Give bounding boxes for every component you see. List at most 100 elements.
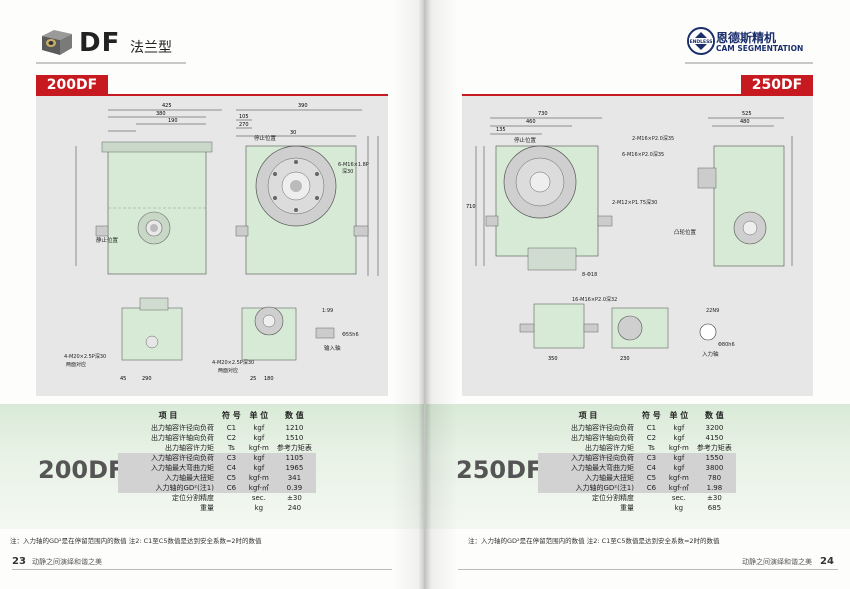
keyway-dim-label: 22N9: [706, 308, 719, 314]
bolt-spec-label: 4-M20×2.5P深30: [212, 359, 254, 366]
spec-header-3: 数 值: [705, 411, 724, 420]
spec-cell: 定位分割精度: [172, 494, 214, 502]
shaft-dim-label: Φ80h6: [718, 342, 735, 348]
spec-header-1: 符 号: [222, 411, 241, 420]
spec-cell: kgf-㎡: [244, 483, 273, 493]
spec-header-3: 数 值: [285, 411, 304, 420]
spec-header-1: 符 号: [642, 411, 661, 420]
spec-cell: 参考力矩表: [696, 444, 732, 452]
spec-cell: 参考力矩表: [276, 444, 312, 452]
model-rule-right: [462, 94, 813, 96]
spec-cell: 出力轴容许力矩: [165, 444, 214, 452]
spec-cell: sec.: [251, 494, 266, 502]
spec-cell: 重量: [620, 504, 634, 512]
product-cube-icon: [42, 30, 72, 55]
spec-cell: C1: [226, 424, 237, 432]
bolt-note-label: 两面对应: [66, 361, 86, 368]
spec-cell: C6: [638, 483, 665, 493]
spec-cell: 入力轴最大扭矩: [538, 473, 638, 483]
spec-row: 重量 kg 685: [538, 503, 736, 513]
dim-label: 30: [290, 130, 296, 136]
spec-cell: 入力轴容许径向负荷: [118, 453, 218, 463]
footer-rule-left: [12, 569, 392, 570]
hole-spec-label: 2-M16×P2.0深35: [632, 135, 674, 142]
spec-cell: [638, 493, 665, 503]
spec-cell: 入力轴容许径向负荷: [538, 453, 638, 463]
drawing-panel-right: 730 460 135 525 480 停止位置 2-M16×P2.0深35 6…: [462, 96, 813, 396]
spec-cell: 341: [272, 473, 316, 483]
spec-header-row: 项 目符 号单 位数 值: [538, 409, 736, 423]
dim-label: 270: [239, 122, 249, 128]
dim-label: 425: [162, 103, 172, 109]
spec-cell: kgf: [253, 434, 265, 442]
spec-cell: 0.39: [272, 483, 316, 493]
spec-cell: 1.98: [692, 483, 736, 493]
footnote-right: 注：入力轴的GD²是在停留范围内的数值 注2: C1至C5数值是达到安全系数=2…: [468, 537, 720, 545]
dim-label: 460: [526, 119, 536, 125]
spec-cell: Ts: [228, 444, 235, 452]
dim-label: 1:99: [322, 308, 333, 314]
spec-cell: Ts: [648, 444, 655, 452]
bolt-spec-label: 16-M16×P2.0深32: [572, 296, 617, 303]
spec-cell: 出力轴容许径向负荷: [151, 424, 214, 432]
spec-cell: C6: [218, 483, 245, 493]
spec-cell: 685: [707, 504, 722, 512]
footnote-left: 注：入力轴的GD²是在停留范围内的数值 注2: C1至C5数值是达到安全系数=2…: [10, 537, 262, 545]
cam-position-label: 凸轮位置: [674, 228, 697, 236]
spec-header-2: 单 位: [669, 411, 689, 420]
dim-label: 710: [466, 204, 476, 210]
spec-header-2: 单 位: [249, 411, 269, 420]
svg-text:ENDLESS: ENDLESS: [690, 39, 713, 45]
hole-spec-label: 2-M12×P1.75深30: [612, 199, 657, 206]
spec-cell: 入力轴的GD²(注1): [538, 483, 638, 493]
spec-cell: kgf: [664, 463, 693, 473]
spec-cell: 重量: [200, 504, 214, 512]
dim-label: 135: [496, 127, 506, 133]
series-title: DF: [79, 28, 121, 58]
dim-label: 180: [264, 376, 274, 382]
spec-cell: kgf-m: [244, 473, 273, 483]
dim-label: 480: [740, 119, 750, 125]
model-rule-left: [36, 94, 388, 96]
input-shaft-label: 入力轴: [702, 350, 719, 358]
spec-row: 出力轴容许力矩 Ts kgf-m 参考力矩表: [118, 443, 316, 453]
input-shaft-label: 输入轴: [324, 344, 341, 352]
bolt-spec-label: 8-Φ18: [582, 272, 597, 278]
hole-spec-label: 6-M16×1.8P: [338, 162, 369, 168]
spec-cell: kg: [254, 504, 264, 512]
stop-position-label: 停止位置: [254, 134, 277, 142]
spec-cell: kg: [674, 504, 684, 512]
spec-cell: 240: [287, 504, 302, 512]
spec-cell: 入力轴最大弯曲力矩: [538, 463, 638, 473]
footer-rule-right: [458, 569, 838, 570]
spec-cell: 出力轴容许径向负荷: [571, 424, 634, 432]
technical-drawing-250df: 730 460 135 525 480 停止位置 2-M16×P2.0深35 6…: [466, 111, 793, 362]
series-subtitle: 法兰型: [130, 40, 172, 56]
spec-cell: 3800: [692, 463, 736, 473]
dim-label: 525: [742, 111, 752, 117]
header-rule-left: [36, 62, 186, 64]
spec-cell: C2: [226, 434, 237, 442]
spec-model-right: 250DF: [456, 456, 543, 484]
spec-cell: 1965: [272, 463, 316, 473]
brand-logo-icon: ENDLESS: [687, 27, 715, 55]
stop-position-label: 静止位置: [96, 236, 119, 244]
spec-cell: kgf: [253, 424, 265, 432]
dim-label: 45: [120, 376, 126, 382]
spec-cell: kgf: [673, 424, 685, 432]
spec-cell: kgf-m: [248, 444, 269, 452]
bolt-note-label: 两面对应: [218, 367, 238, 374]
spec-cell: kgf-m: [664, 473, 693, 483]
spec-cell: C5: [638, 473, 665, 483]
